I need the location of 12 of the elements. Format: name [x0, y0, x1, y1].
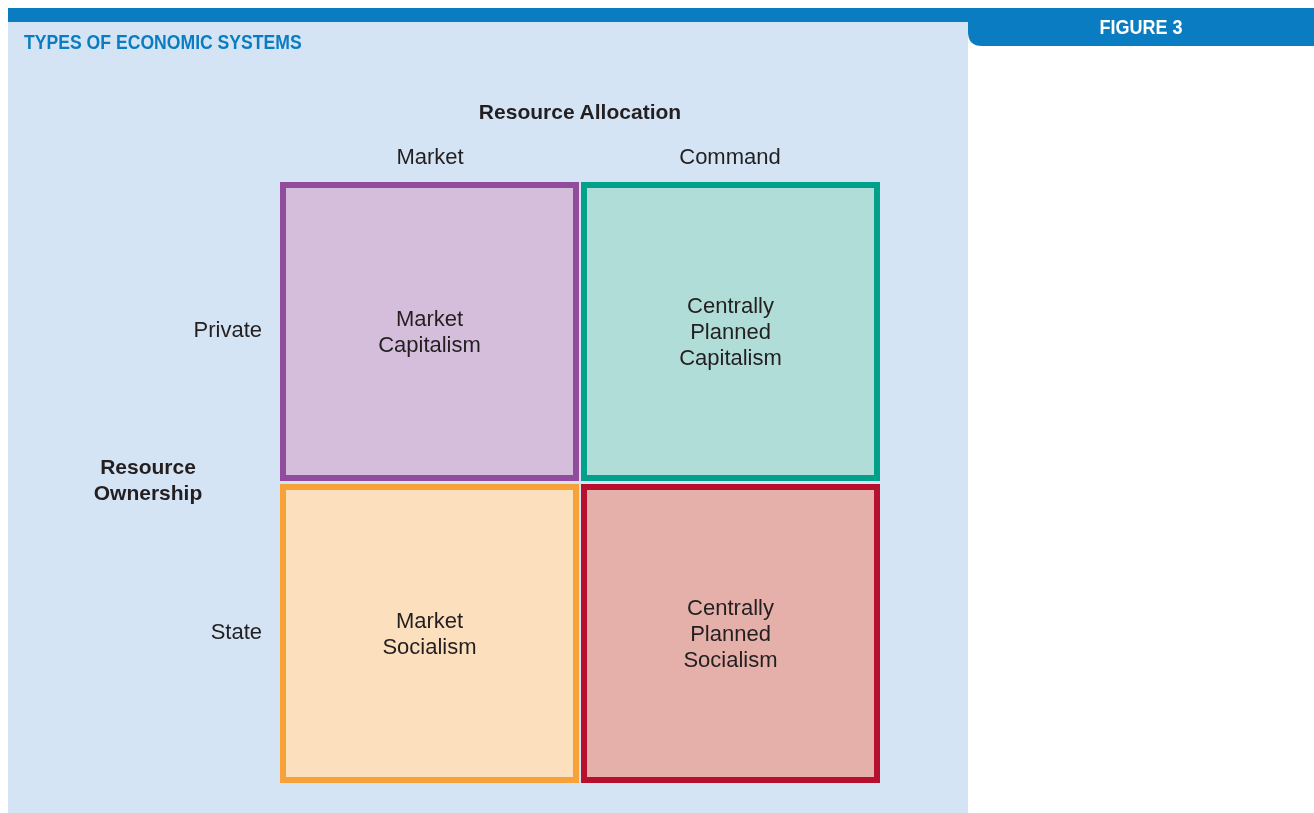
row-heading: State: [210, 619, 262, 645]
figure-number: FIGURE 3: [1099, 15, 1183, 39]
quadrant-box: Centrally Planned Capitalism: [581, 182, 880, 481]
axis-heading: Resource Allocation: [478, 100, 682, 124]
column-heading: Command: [679, 144, 781, 170]
column-heading: Market: [396, 144, 464, 170]
title: TYPES OF ECONOMIC SYSTEMS: [24, 31, 302, 54]
row-heading: Private: [193, 317, 262, 343]
quadrant-box: Centrally Planned Socialism: [581, 484, 880, 783]
axis-heading: Resource Ownership: [92, 454, 204, 506]
quadrant-box: Market Socialism: [280, 484, 579, 783]
quadrant-box: Market Capitalism: [280, 182, 579, 481]
